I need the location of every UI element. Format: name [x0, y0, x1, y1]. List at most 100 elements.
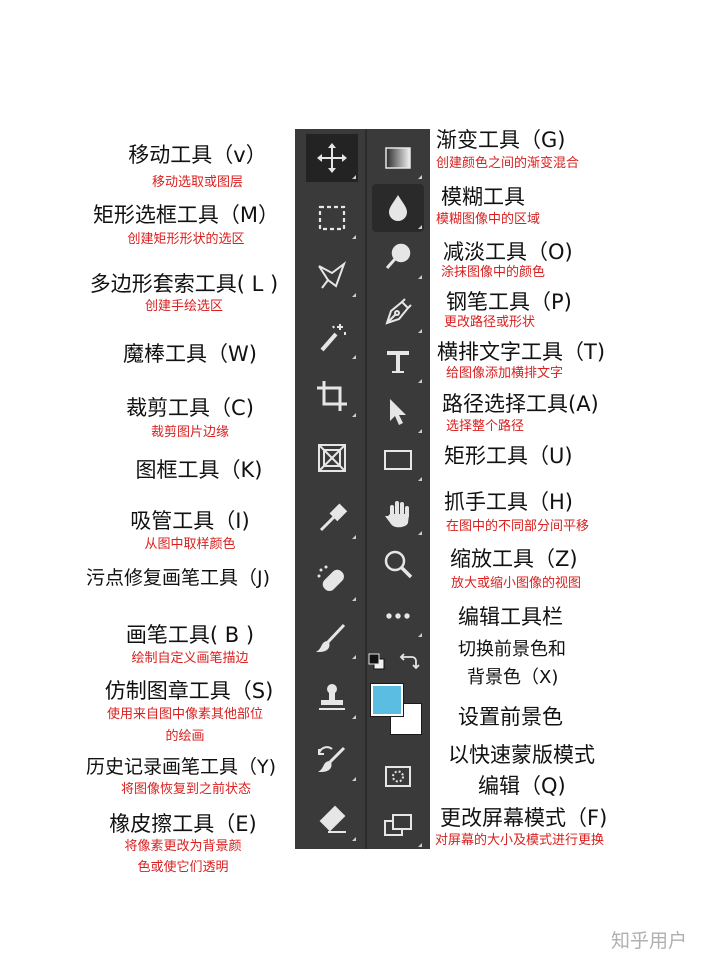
rectangle-tool-button[interactable] — [372, 436, 424, 484]
eyedropper-tool-button[interactable] — [306, 494, 358, 542]
submenu-indicator — [352, 777, 356, 781]
clone-stamp-tool-desc-2: 的绘画 — [165, 729, 205, 744]
hand-icon — [385, 501, 409, 528]
zoom-tool-desc: 放大或缩小图像的视图 — [451, 576, 582, 591]
blur-tool-button[interactable] — [372, 184, 424, 232]
lasso-tool-desc: 创建手绘选区 — [144, 299, 223, 314]
brush-tool-label: 画笔工具( B ) — [125, 623, 255, 647]
clone-stamp-tool-label: 仿制图章工具（S) — [104, 679, 274, 703]
crop-tool-button[interactable] — [306, 372, 358, 420]
screen-mode-label: 更改屏幕模式（F) — [440, 806, 608, 830]
rectangle-icon — [384, 450, 412, 470]
submenu-indicator — [352, 837, 356, 841]
crop-tool-label: 裁剪工具（C) — [126, 396, 254, 420]
swap-colors-icon[interactable] — [398, 652, 420, 672]
magic-wand-tool-button[interactable] — [306, 314, 358, 362]
submenu-indicator — [352, 175, 356, 179]
eyedropper-tool-desc: 从图中取样颜色 — [144, 537, 236, 552]
hand-tool-button[interactable] — [372, 490, 424, 538]
lasso-tool-label: 多边形套索工具( L ) — [89, 272, 279, 296]
pen-tool-desc: 更改路径或形状 — [444, 315, 536, 330]
eraser-tool-label: 橡皮擦工具（E) — [109, 812, 257, 836]
spot-healing-tool-label: 污点修复画笔工具（J) — [86, 567, 271, 589]
submenu-indicator — [352, 655, 356, 659]
submenu-indicator — [418, 429, 422, 433]
crop-icon — [317, 381, 347, 411]
marquee-tool-desc: 创建矩形形状的选区 — [127, 232, 245, 247]
foreground-color-swatch[interactable] — [371, 684, 403, 716]
eyedropper-tool-label: 吸管工具（I) — [130, 509, 250, 533]
submenu-indicator — [418, 379, 422, 383]
default-colors-icon[interactable] — [367, 652, 387, 672]
submenu-indicator — [352, 413, 356, 417]
frame-icon — [318, 444, 346, 472]
type-tool-desc: 给图像添加横排文字 — [446, 366, 564, 381]
eraser-tool-button[interactable] — [306, 796, 358, 844]
brush-tool-desc: 绘制自定义画笔描边 — [131, 651, 249, 666]
eraser-tool-desc-1: 将像素更改为背景颜 — [124, 839, 242, 854]
polygonal-lasso-icon — [318, 261, 347, 289]
submenu-indicator — [418, 531, 422, 535]
type-tool-button[interactable] — [372, 338, 424, 386]
spot-healing-brush-icon — [317, 565, 344, 591]
submenu-indicator — [418, 329, 422, 333]
hand-tool-label: 抓手工具（H) — [444, 490, 573, 514]
dodge-tool-desc: 涂抹图像中的颜色 — [441, 265, 546, 280]
move-tool-desc: 移动选取或图层 — [151, 175, 243, 190]
watermark: 知乎用户 — [611, 930, 688, 952]
quick-mask-icon — [385, 766, 411, 787]
dodge-tool-button[interactable] — [372, 234, 424, 282]
crop-tool-desc: 裁剪图片边缘 — [150, 425, 229, 440]
zoom-tool-button[interactable] — [372, 540, 424, 588]
move-tool-label: 移动工具（v） — [128, 143, 267, 167]
history-brush-tool-desc: 将图像恢复到之前状态 — [120, 782, 251, 797]
submenu-indicator — [418, 225, 422, 229]
frame-tool-button[interactable] — [306, 434, 358, 482]
blur-tool-desc: 模糊图像中的区域 — [436, 212, 541, 227]
submenu-indicator — [418, 275, 422, 279]
rectangular-marquee-tool-button[interactable] — [306, 194, 358, 242]
history-brush-tool-label: 历史记录画笔工具（Y) — [86, 756, 277, 778]
pen-tool-button[interactable] — [372, 288, 424, 336]
marquee-tool-label: 矩形选框工具（M） — [92, 203, 280, 227]
submenu-indicator — [352, 597, 356, 601]
edit-toolbar-label: 编辑工具栏 — [458, 605, 563, 629]
polygonal-lasso-tool-button[interactable] — [306, 252, 358, 300]
gradient-icon — [385, 147, 411, 169]
brush-icon — [316, 623, 346, 653]
submenu-indicator — [352, 355, 356, 359]
hand-tool-desc: 在图中的不同部分间平移 — [446, 519, 590, 534]
gradient-tool-button[interactable] — [372, 134, 424, 182]
clone-stamp-tool-desc-1: 使用来自图中像素其他部位 — [106, 707, 263, 722]
eraser-icon — [319, 805, 346, 833]
clone-stamp-icon — [319, 684, 345, 710]
magic-wand-tool-label: 魔棒工具（W) — [123, 342, 257, 366]
eyedropper-icon — [319, 503, 348, 532]
move-tool-button[interactable] — [306, 134, 358, 182]
dodge-tool-label: 减淡工具（O) — [443, 240, 573, 264]
set-foreground-label: 设置前景色 — [458, 705, 563, 729]
move-icon — [317, 143, 347, 173]
blur-tool-label: 模糊工具 — [441, 185, 525, 209]
submenu-indicator — [352, 235, 356, 239]
magic-wand-icon — [320, 324, 346, 352]
swap-colors-label-1: 切换前景色和 — [458, 639, 566, 660]
submenu-indicator — [352, 293, 356, 297]
history-brush-tool-button[interactable] — [306, 736, 358, 784]
clone-stamp-tool-button[interactable] — [306, 674, 358, 722]
path-selection-tool-button[interactable] — [372, 388, 424, 436]
history-brush-icon — [318, 746, 346, 773]
edit-toolbar-button[interactable] — [372, 592, 424, 640]
submenu-indicator — [352, 535, 356, 539]
toolbar-column-divider — [365, 129, 367, 849]
pen-tool-label: 钢笔工具（P) — [446, 290, 572, 314]
eraser-tool-desc-2: 色或使它们透明 — [137, 860, 229, 875]
quick-mask-label-1: 以快速蒙版模式 — [448, 743, 595, 767]
blur-icon — [389, 195, 407, 221]
spot-healing-brush-tool-button[interactable] — [306, 556, 358, 604]
quick-mask-button[interactable] — [372, 752, 424, 800]
brush-tool-button[interactable] — [306, 614, 358, 662]
rectangular-marquee-icon — [318, 205, 346, 231]
screen-mode-button[interactable] — [372, 802, 424, 850]
submenu-indicator — [418, 175, 422, 179]
